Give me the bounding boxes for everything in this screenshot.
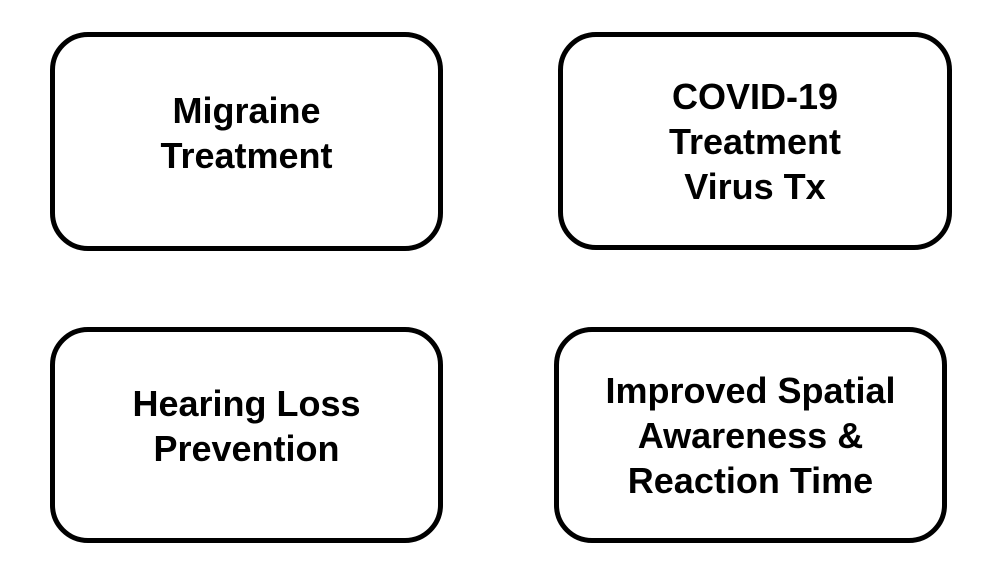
node-covid-19-treatment[interactable]: COVID-19 Treatment Virus Tx	[558, 32, 952, 250]
node-migraine-treatment[interactable]: Migraine Treatment	[50, 32, 443, 251]
node-improved-spatial-awareness-label: Improved Spatial Awareness & Reaction Ti…	[605, 369, 896, 501]
node-hearing-loss-prevention[interactable]: Hearing Loss Prevention	[50, 327, 443, 543]
node-hearing-loss-prevention-label: Hearing Loss Prevention	[132, 383, 361, 469]
node-covid-19-treatment-label: COVID-19 Treatment Virus Tx	[668, 75, 842, 207]
node-migraine-treatment-label: Migraine Treatment	[160, 89, 333, 176]
node-improved-spatial-awareness[interactable]: Improved Spatial Awareness & Reaction Ti…	[554, 327, 947, 543]
